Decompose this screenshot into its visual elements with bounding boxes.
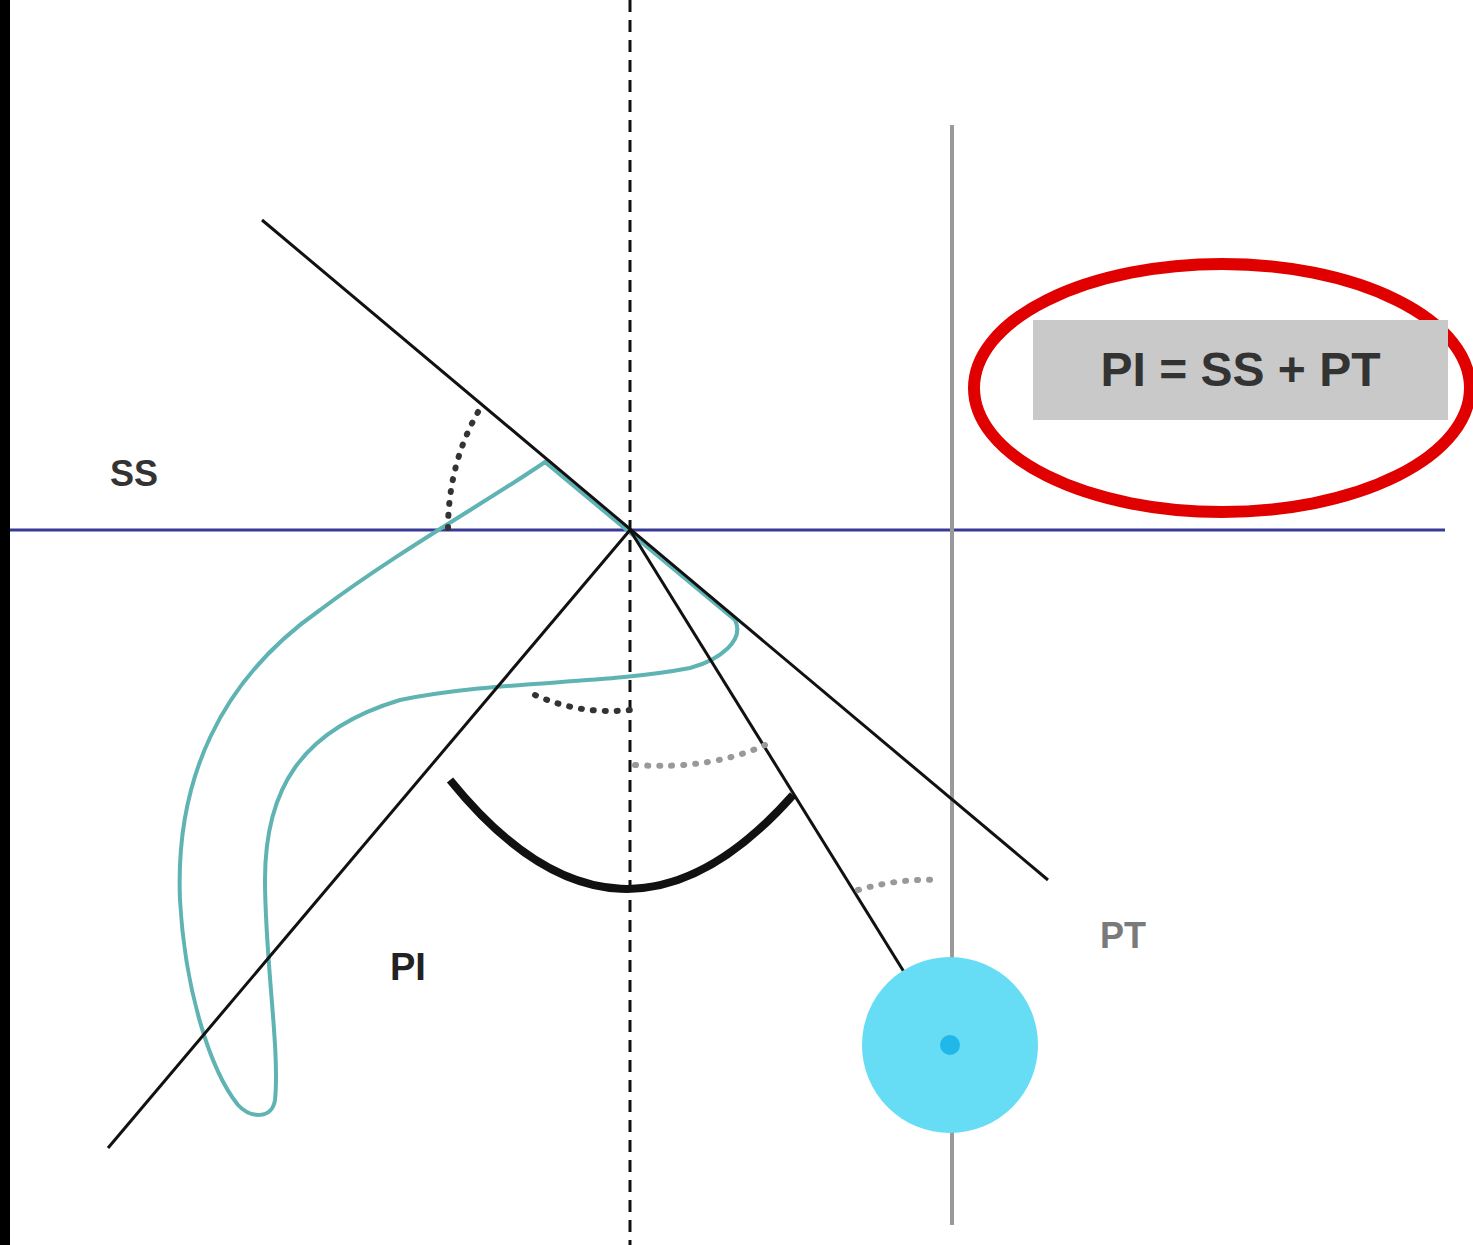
pi-angle-arc <box>450 780 793 889</box>
vertical-reference <box>629 0 632 1245</box>
highlight-ellipse <box>974 264 1470 512</box>
femoral-head <box>862 957 1038 1133</box>
formula-box: PI = SS + PT <box>1033 320 1448 420</box>
pt-angle-arc <box>858 880 940 890</box>
sacral-endplate-line <box>262 220 1048 880</box>
angle-arc <box>635 745 765 766</box>
angle-label: PT <box>1100 918 1146 954</box>
ss-angle-arc <box>448 412 478 530</box>
femoral-axis-line <box>630 530 940 1030</box>
angle-label: SS <box>110 456 158 492</box>
angle-label: PI <box>390 948 426 986</box>
background <box>10 0 1473 1245</box>
femoral-center <box>940 1035 960 1055</box>
perpendicular-line <box>108 530 630 1148</box>
horizontal-reference <box>10 529 1445 532</box>
angle-arc <box>535 695 630 711</box>
formula-text: PI = SS + PT <box>1100 346 1380 394</box>
